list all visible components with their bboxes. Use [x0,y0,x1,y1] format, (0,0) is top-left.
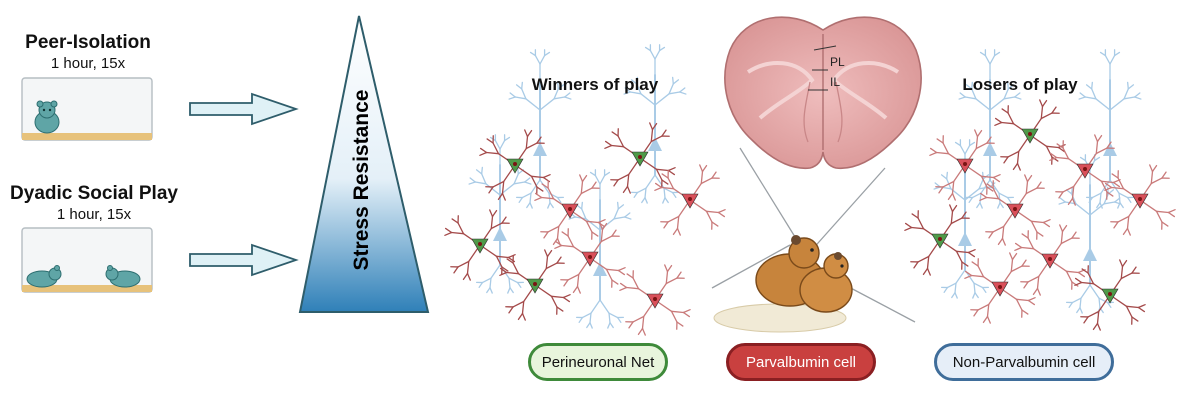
pyramidal-neuron-icon [568,169,632,329]
hamster-icon [34,100,60,134]
pv-neuron-icon [554,222,626,294]
non-pv-neuron-icon [994,99,1066,171]
legend-label: Parvalbumin cell [745,353,857,371]
pyramidal-neuron-icon [1078,49,1142,209]
brain-region-pl: PL [830,55,845,69]
isolation-cage [21,77,153,141]
hamster-icon [26,265,62,288]
stress-resistance-triangle [298,15,430,313]
pv-neuron-icon [654,164,726,236]
arrow-right-icon [189,243,299,277]
condition-title: Dyadic Social Play [10,183,178,204]
condition-subtitle: 1 hour, 15x [51,55,126,72]
pv-neuron-icon [964,252,1036,324]
arrow-right-icon [189,92,299,126]
legend-label: Perineuronal Net [541,353,655,371]
triangle-label: Stress Resistance [350,90,373,271]
pyramidal-neuron-icon [508,49,572,209]
condition-subtitle: 1 hour, 15x [57,206,132,223]
losers-label: Losers of play [962,75,1078,94]
brain-region-il: IL [830,75,840,89]
pv-neuron-icon [929,129,1001,201]
non-pv-neuron-icon [604,122,676,194]
non-pv-neuron-icon [479,129,551,201]
winners-label: Winners of play [532,75,659,94]
non-pv-neuron-icon [499,249,571,321]
pyramidal-neuron-icon [623,44,687,204]
playing-hamsters-icon [713,235,853,333]
brain-coronal-icon [724,16,922,170]
hamster-icon [105,265,141,288]
legend-non-parvalbumin-cell: Non-Parvalbumin cell [934,343,1114,381]
social-play-cage [21,227,153,293]
pv-neuron-icon [1049,134,1121,206]
pv-neuron-icon [1014,224,1086,296]
pv-neuron-icon [619,264,691,336]
neuron-field [444,44,1176,336]
legend-label: Non-Parvalbumin cell [952,353,1096,371]
pyramidal-neuron-icon [468,134,532,294]
legend-parvalbumin-cell: Parvalbumin cell [726,343,876,381]
pv-neuron-icon [1104,164,1176,236]
pv-neuron-icon [534,174,606,246]
legend-perineuronal-net: Perineuronal Net [528,343,668,381]
pv-neuron-icon [979,174,1051,246]
non-pv-neuron-icon [444,209,516,281]
non-pv-neuron-icon [904,204,976,276]
condition-title: Peer-Isolation [25,32,151,53]
non-pv-neuron-icon [1074,259,1146,331]
pyramidal-neuron-icon [958,49,1022,209]
